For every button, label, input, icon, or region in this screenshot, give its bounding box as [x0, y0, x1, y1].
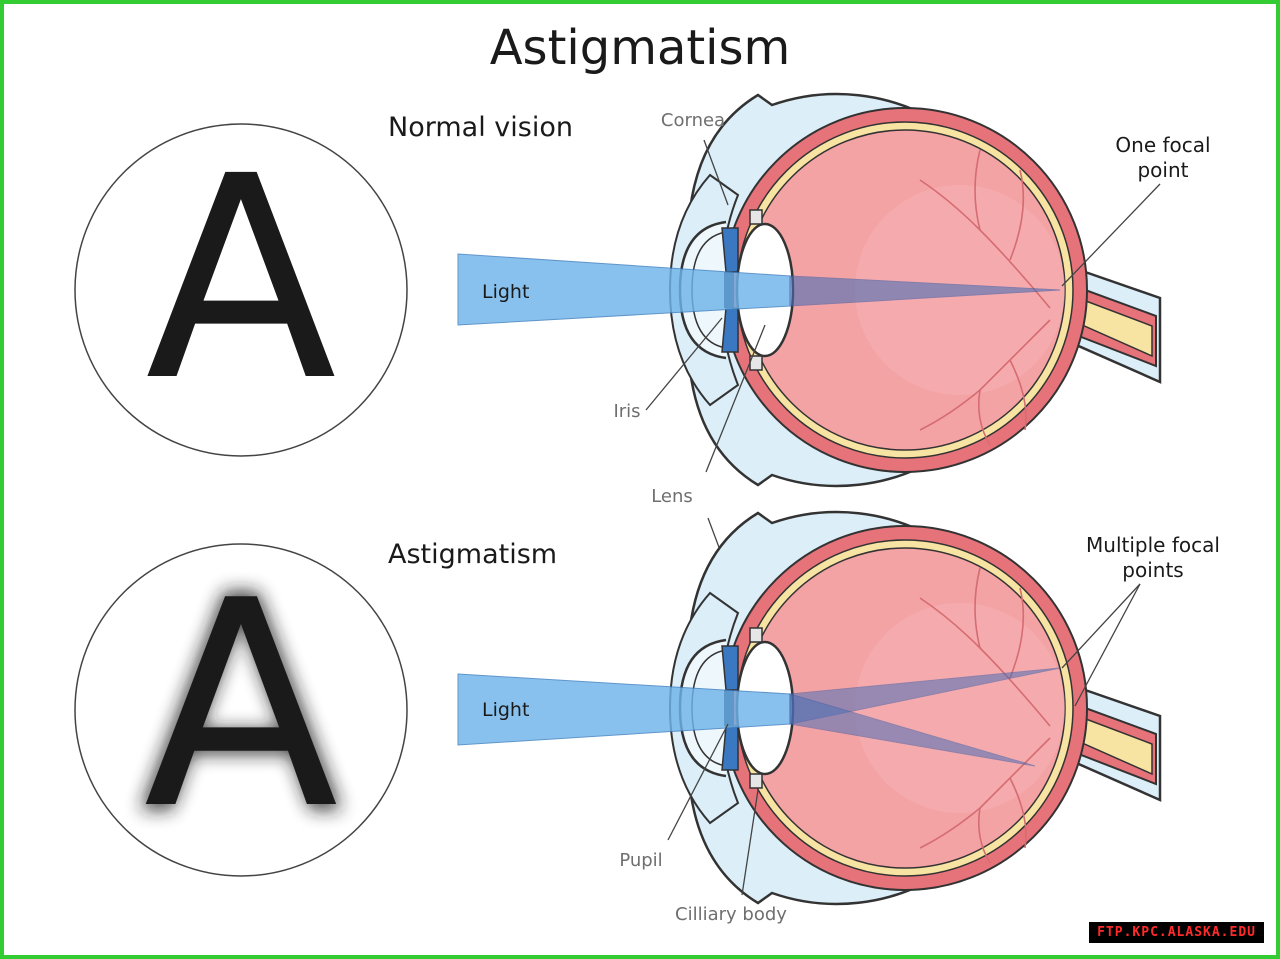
normal-converging-rays [789, 275, 1061, 307]
normal-vision-circle [74, 123, 408, 457]
pupil-leader [667, 723, 729, 841]
astigmatism-light-label: Light [482, 699, 529, 721]
astigmatism-heading: Astigmatism [388, 539, 557, 570]
blurred-letter-a: A [144, 540, 340, 872]
ciliary-body-label: Cilliary body [675, 904, 787, 925]
ciliary-body-leader [741, 789, 759, 896]
pupil-label: Pupil [619, 850, 662, 871]
iris-leader [645, 317, 723, 411]
watermark: FTP.KPC.ALASKA.EDU [1089, 922, 1264, 943]
cornea-leader [703, 139, 729, 206]
cornea-label: Cornea [661, 110, 725, 131]
blurred-letter-a-halo: A [138, 532, 344, 881]
one-focal-point-leader [1061, 183, 1161, 287]
one-focal-point-label-line1: One focal [1115, 133, 1210, 157]
multiple-focal-leader-1 [1061, 583, 1141, 669]
one-focal-point-label-line2: point [1137, 158, 1188, 182]
iris-label: Iris [613, 401, 640, 422]
astigmatism-rays-lower [789, 693, 1036, 767]
lens-leader-top [705, 324, 766, 473]
normal-vision-heading: Normal vision [388, 112, 573, 143]
sharp-letter-a: A [145, 117, 338, 443]
astigmatism-circle [74, 543, 408, 877]
normal-light-label: Light [482, 281, 529, 303]
multiple-focal-leader-2 [1074, 583, 1141, 707]
multiple-focal-points-label-line1: Multiple focal [1086, 533, 1220, 557]
lens-label: Lens [651, 486, 693, 507]
diagram-title: Astigmatism [490, 20, 791, 76]
multiple-focal-points-label-line2: points [1122, 558, 1183, 582]
